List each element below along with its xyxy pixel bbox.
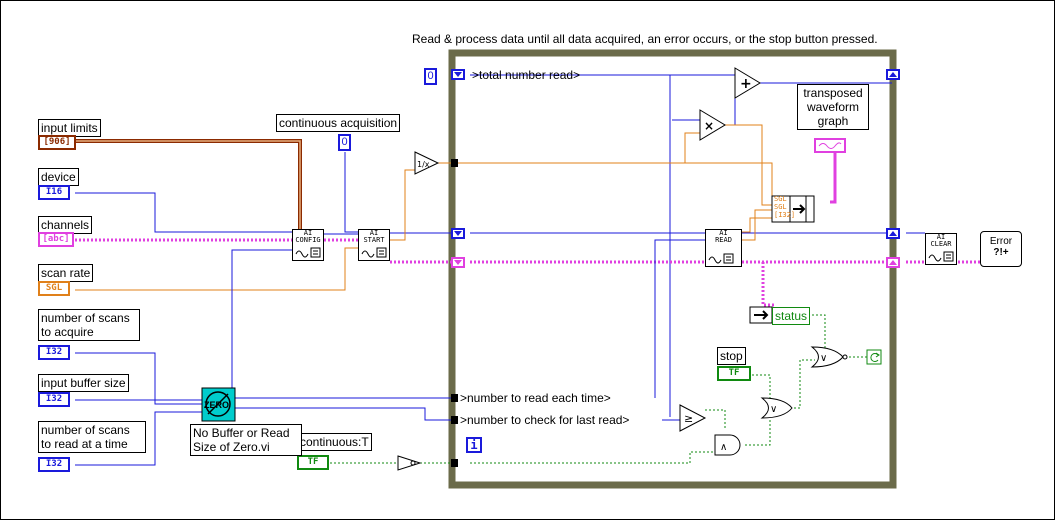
waveform-icon [928, 251, 954, 262]
stop-button-terminal[interactable]: TF [717, 366, 751, 381]
ai-config-line2: CONFIG [295, 236, 321, 244]
ai-read-vi[interactable]: AI READ [705, 229, 742, 267]
svg-text:+: + [740, 76, 752, 92]
continuous-acq-label: continuous acquisition [276, 114, 401, 132]
bundle-type-2: SGL [774, 203, 787, 211]
wire-device [75, 192, 292, 233]
device-label: device [38, 168, 79, 186]
reciprocal-node [414, 151, 440, 175]
ai-config-line1: AI [303, 229, 313, 237]
zero-constant[interactable]: 0 [424, 68, 437, 85]
not-node [397, 455, 422, 471]
multiply-node [699, 109, 726, 141]
and-gate [714, 434, 741, 456]
waveform-icon [708, 253, 734, 264]
while-loop-border [448, 49, 897, 489]
wire-continuous-acq [344, 152, 358, 233]
scan-rate-terminal[interactable]: SGL [38, 281, 70, 296]
graph-terminal[interactable] [814, 138, 846, 153]
num-scans-acquire-line1: number of scans [41, 311, 130, 325]
tunnel-reciprocal [451, 159, 458, 167]
wire-scan-rate [75, 247, 358, 291]
svg-text:1/x: 1/x [417, 160, 430, 169]
shift-register-left-error [451, 257, 465, 268]
num-scans-acquire-label: number of scans to acquire [38, 309, 140, 341]
zero-vi-icon-text: ZERO [204, 400, 230, 410]
num-scans-read-line1: number of scans [41, 423, 130, 437]
total-number-read-label: >total number read> [472, 68, 581, 82]
ai-clear-line2: CLEAR [930, 240, 952, 248]
ai-read-line1: AI [719, 229, 728, 237]
error-handler-line1: Error [989, 236, 1013, 247]
graph-label-line2: waveform [806, 100, 859, 114]
number-check-last-label: >number to check for last read> [460, 413, 630, 427]
num-scans-read-line2: to read at a time [41, 437, 128, 451]
num-scans-acquire-line2: to acquire [41, 325, 94, 339]
shift-register-right-count [886, 69, 900, 80]
zero-vi-caption: No Buffer or Read Size of Zero.vi [190, 424, 302, 456]
wire-input-limits [75, 139, 302, 230]
shift-register-right-task [886, 228, 900, 239]
svg-text:∨: ∨ [770, 404, 777, 415]
shift-register-left-task [451, 228, 465, 239]
device-terminal[interactable]: I16 [38, 185, 70, 200]
graph-label-line1: transposed [803, 86, 863, 100]
ai-clear-line1: AI [936, 233, 946, 241]
number-read-each-label: >number to read each time> [460, 391, 611, 405]
zero-vi-caption-line1: No Buffer or Read [193, 426, 290, 440]
error-handler-vi[interactable]: Error ?!+ [980, 231, 1022, 267]
continuous-t-label: continuous:T [297, 433, 372, 451]
channels-terminal[interactable]: [abc] [38, 232, 74, 247]
or-gate-1 [760, 397, 793, 419]
tunnel-read-each [451, 394, 458, 402]
num-scans-read-terminal[interactable]: I32 [38, 457, 70, 472]
shift-register-right-error [886, 257, 900, 268]
graph-icon [818, 142, 842, 149]
scan-rate-label: scan rate [38, 264, 94, 282]
ai-start-line1: AI [369, 229, 379, 237]
increment-node [734, 67, 761, 99]
iteration-terminal: i [466, 437, 482, 453]
continuous-t-terminal[interactable]: TF [297, 455, 329, 470]
bundle-type-3: [I32] [774, 211, 796, 219]
zero-vi-caption-line2: Size of Zero.vi [193, 440, 270, 454]
shift-register-left-count [451, 69, 465, 80]
svg-text:∧: ∧ [720, 442, 727, 453]
waveform-icon [361, 247, 387, 258]
input-buffer-size-terminal[interactable]: I32 [38, 392, 70, 407]
ai-start-vi[interactable]: AI START [358, 229, 390, 261]
num-scans-read-label: number of scans to read at a time [38, 421, 146, 453]
ai-clear-vi[interactable]: AI CLEAR [925, 233, 957, 265]
svg-text:∨: ∨ [820, 353, 827, 364]
graph-label: transposed waveform graph [797, 84, 869, 130]
input-limits-label: input limits [38, 119, 101, 137]
ai-start-line2: START [363, 236, 385, 244]
greater-equal-node [679, 404, 707, 432]
tunnel-continuous [451, 459, 458, 467]
continuous-acq-constant[interactable]: 0 [338, 134, 351, 151]
ai-config-vi[interactable]: AI CONFIG [292, 229, 324, 261]
channels-label: channels [38, 216, 93, 234]
or-gate-2 [810, 346, 844, 368]
waveform-icon [295, 247, 321, 258]
input-buffer-size-label: input buffer size [38, 374, 129, 392]
tunnel-check-last [451, 416, 458, 424]
svg-text:×: × [704, 119, 714, 133]
svg-text:≥: ≥ [684, 412, 693, 425]
bundle-type-1: SGL [774, 195, 787, 203]
status-indicator: status [772, 307, 811, 325]
loop-caption: Read & process data until all data acqui… [412, 32, 878, 46]
stop-label: stop [717, 347, 746, 365]
graph-label-line3: graph [817, 114, 849, 128]
input-limits-terminal[interactable]: [906] [38, 135, 76, 150]
ai-read-line2: READ [715, 236, 732, 244]
error-handler-line2: ?!+ [993, 247, 1009, 258]
num-scans-acquire-terminal[interactable]: I32 [38, 345, 70, 360]
